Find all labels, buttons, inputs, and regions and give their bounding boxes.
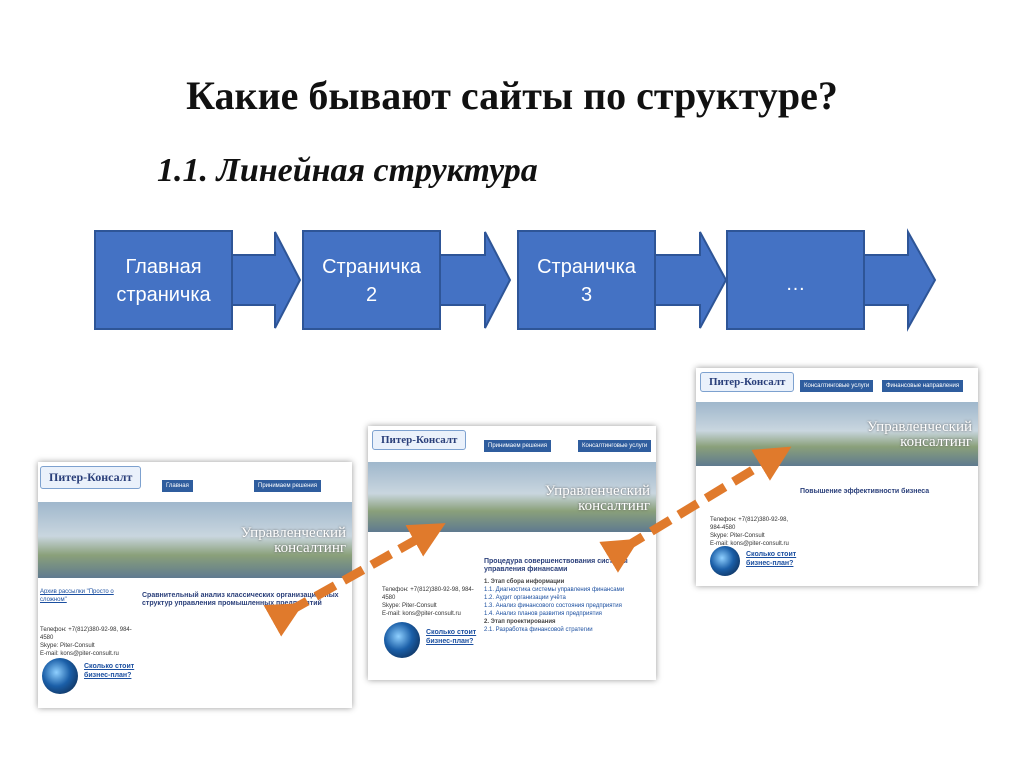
nav-tab: Консалтинговые услуги bbox=[800, 380, 874, 392]
flow-node-2-line-1: Страничка bbox=[322, 256, 421, 278]
contact-line: E-mail: kons@piter-consult.ru bbox=[40, 651, 119, 657]
banner-line: консалтинг bbox=[900, 434, 972, 450]
nav-tab: Принимаем решения bbox=[484, 440, 551, 452]
site-logo: Питер-Консалт bbox=[700, 372, 795, 392]
flow-node-2-line-2: 2 bbox=[365, 284, 378, 306]
flow-node-4 bbox=[726, 228, 937, 332]
nav-tab: Финансовые направления bbox=[882, 380, 964, 392]
link-line: Сколько стоит bbox=[84, 663, 135, 670]
link-line: бизнес-план? bbox=[84, 672, 132, 679]
nav-tab: Принимаем решения bbox=[254, 480, 321, 492]
contact-line: Skype: Piter-Consult bbox=[40, 643, 95, 649]
business-plan-link[interactable]: Сколько стоит бизнес-план? bbox=[426, 628, 476, 646]
list-item: 2. Этап проектирования bbox=[484, 619, 556, 625]
flow-node-2-label: Страничка 2 bbox=[303, 253, 440, 309]
globe-icon bbox=[42, 658, 78, 694]
nav-tab: Главная bbox=[162, 480, 193, 492]
list-item: 1.1. Диагностика системы управления фина… bbox=[484, 587, 625, 593]
site-screenshot-right: Питер-Консалт Консалтинговые услуги Фина… bbox=[696, 368, 978, 586]
list-item: 1.4. Анализ планов развития предприятия bbox=[484, 611, 602, 617]
flow-node-3-label: Страничка 3 bbox=[518, 253, 655, 309]
banner-line: Управленческий bbox=[866, 419, 972, 435]
article-title: Повышение эффективности бизнеса bbox=[800, 488, 930, 495]
site-article: Процедура совершенствования системы упра… bbox=[484, 558, 652, 634]
flow-node-2 bbox=[302, 230, 512, 330]
site-contacts: Архив рассылки "Просто о сложном" Телефо… bbox=[40, 588, 136, 658]
flow-node-4-line-1: … bbox=[785, 273, 806, 295]
flow-node-3-line-1: Страничка bbox=[537, 256, 636, 278]
flow-node-3-line-2: 3 bbox=[580, 284, 593, 306]
site-article: Сравнительный анализ классических органи… bbox=[142, 592, 348, 608]
site-logo: Питер-Консалт bbox=[40, 466, 142, 489]
article-title: Процедура совершенствования системы упра… bbox=[484, 558, 628, 573]
slide-subtitle: 1.1. Линейная структура bbox=[157, 152, 538, 189]
link-line: Сколько стоит bbox=[426, 629, 477, 636]
site-article: Повышение эффективности бизнеса bbox=[800, 488, 972, 496]
contact-line: Телефон: +7(812)380-92-98, 984-4580 bbox=[40, 627, 132, 641]
list-item: 1.2. Аудит организации учёта bbox=[484, 595, 566, 601]
link-line: бизнес-план? bbox=[426, 638, 474, 645]
business-plan-link[interactable]: Сколько стоит бизнес-план? bbox=[84, 662, 134, 680]
article-title: Сравнительный анализ классических органи… bbox=[142, 592, 339, 607]
flow-node-1 bbox=[94, 230, 302, 330]
flow-node-4-label: … bbox=[727, 270, 864, 298]
flow-node-1-line-1: Главная bbox=[125, 256, 202, 278]
site-logo: Питер-Консалт bbox=[372, 430, 467, 450]
list-item: 2.1. Разработка финансовой стратегии bbox=[484, 627, 593, 633]
slide-title: Какие бывают сайты по структуре? bbox=[186, 73, 838, 118]
list-item: 1.3. Анализ финансового состояния предпр… bbox=[484, 603, 622, 609]
flow-node-1-line-2: страничка bbox=[116, 284, 211, 306]
flow-node-3 bbox=[517, 230, 728, 330]
arrow-page2-page3 bbox=[599, 446, 792, 573]
flow-node-1-label: Главная страничка bbox=[95, 253, 232, 309]
newsletter-link[interactable]: Архив рассылки "Просто о сложном" bbox=[40, 589, 114, 603]
list-item: 1. Этап сбора информации bbox=[484, 579, 565, 585]
arrow-page1-page2 bbox=[263, 523, 446, 637]
banner-text: Управленческий консалтинг bbox=[867, 420, 972, 450]
